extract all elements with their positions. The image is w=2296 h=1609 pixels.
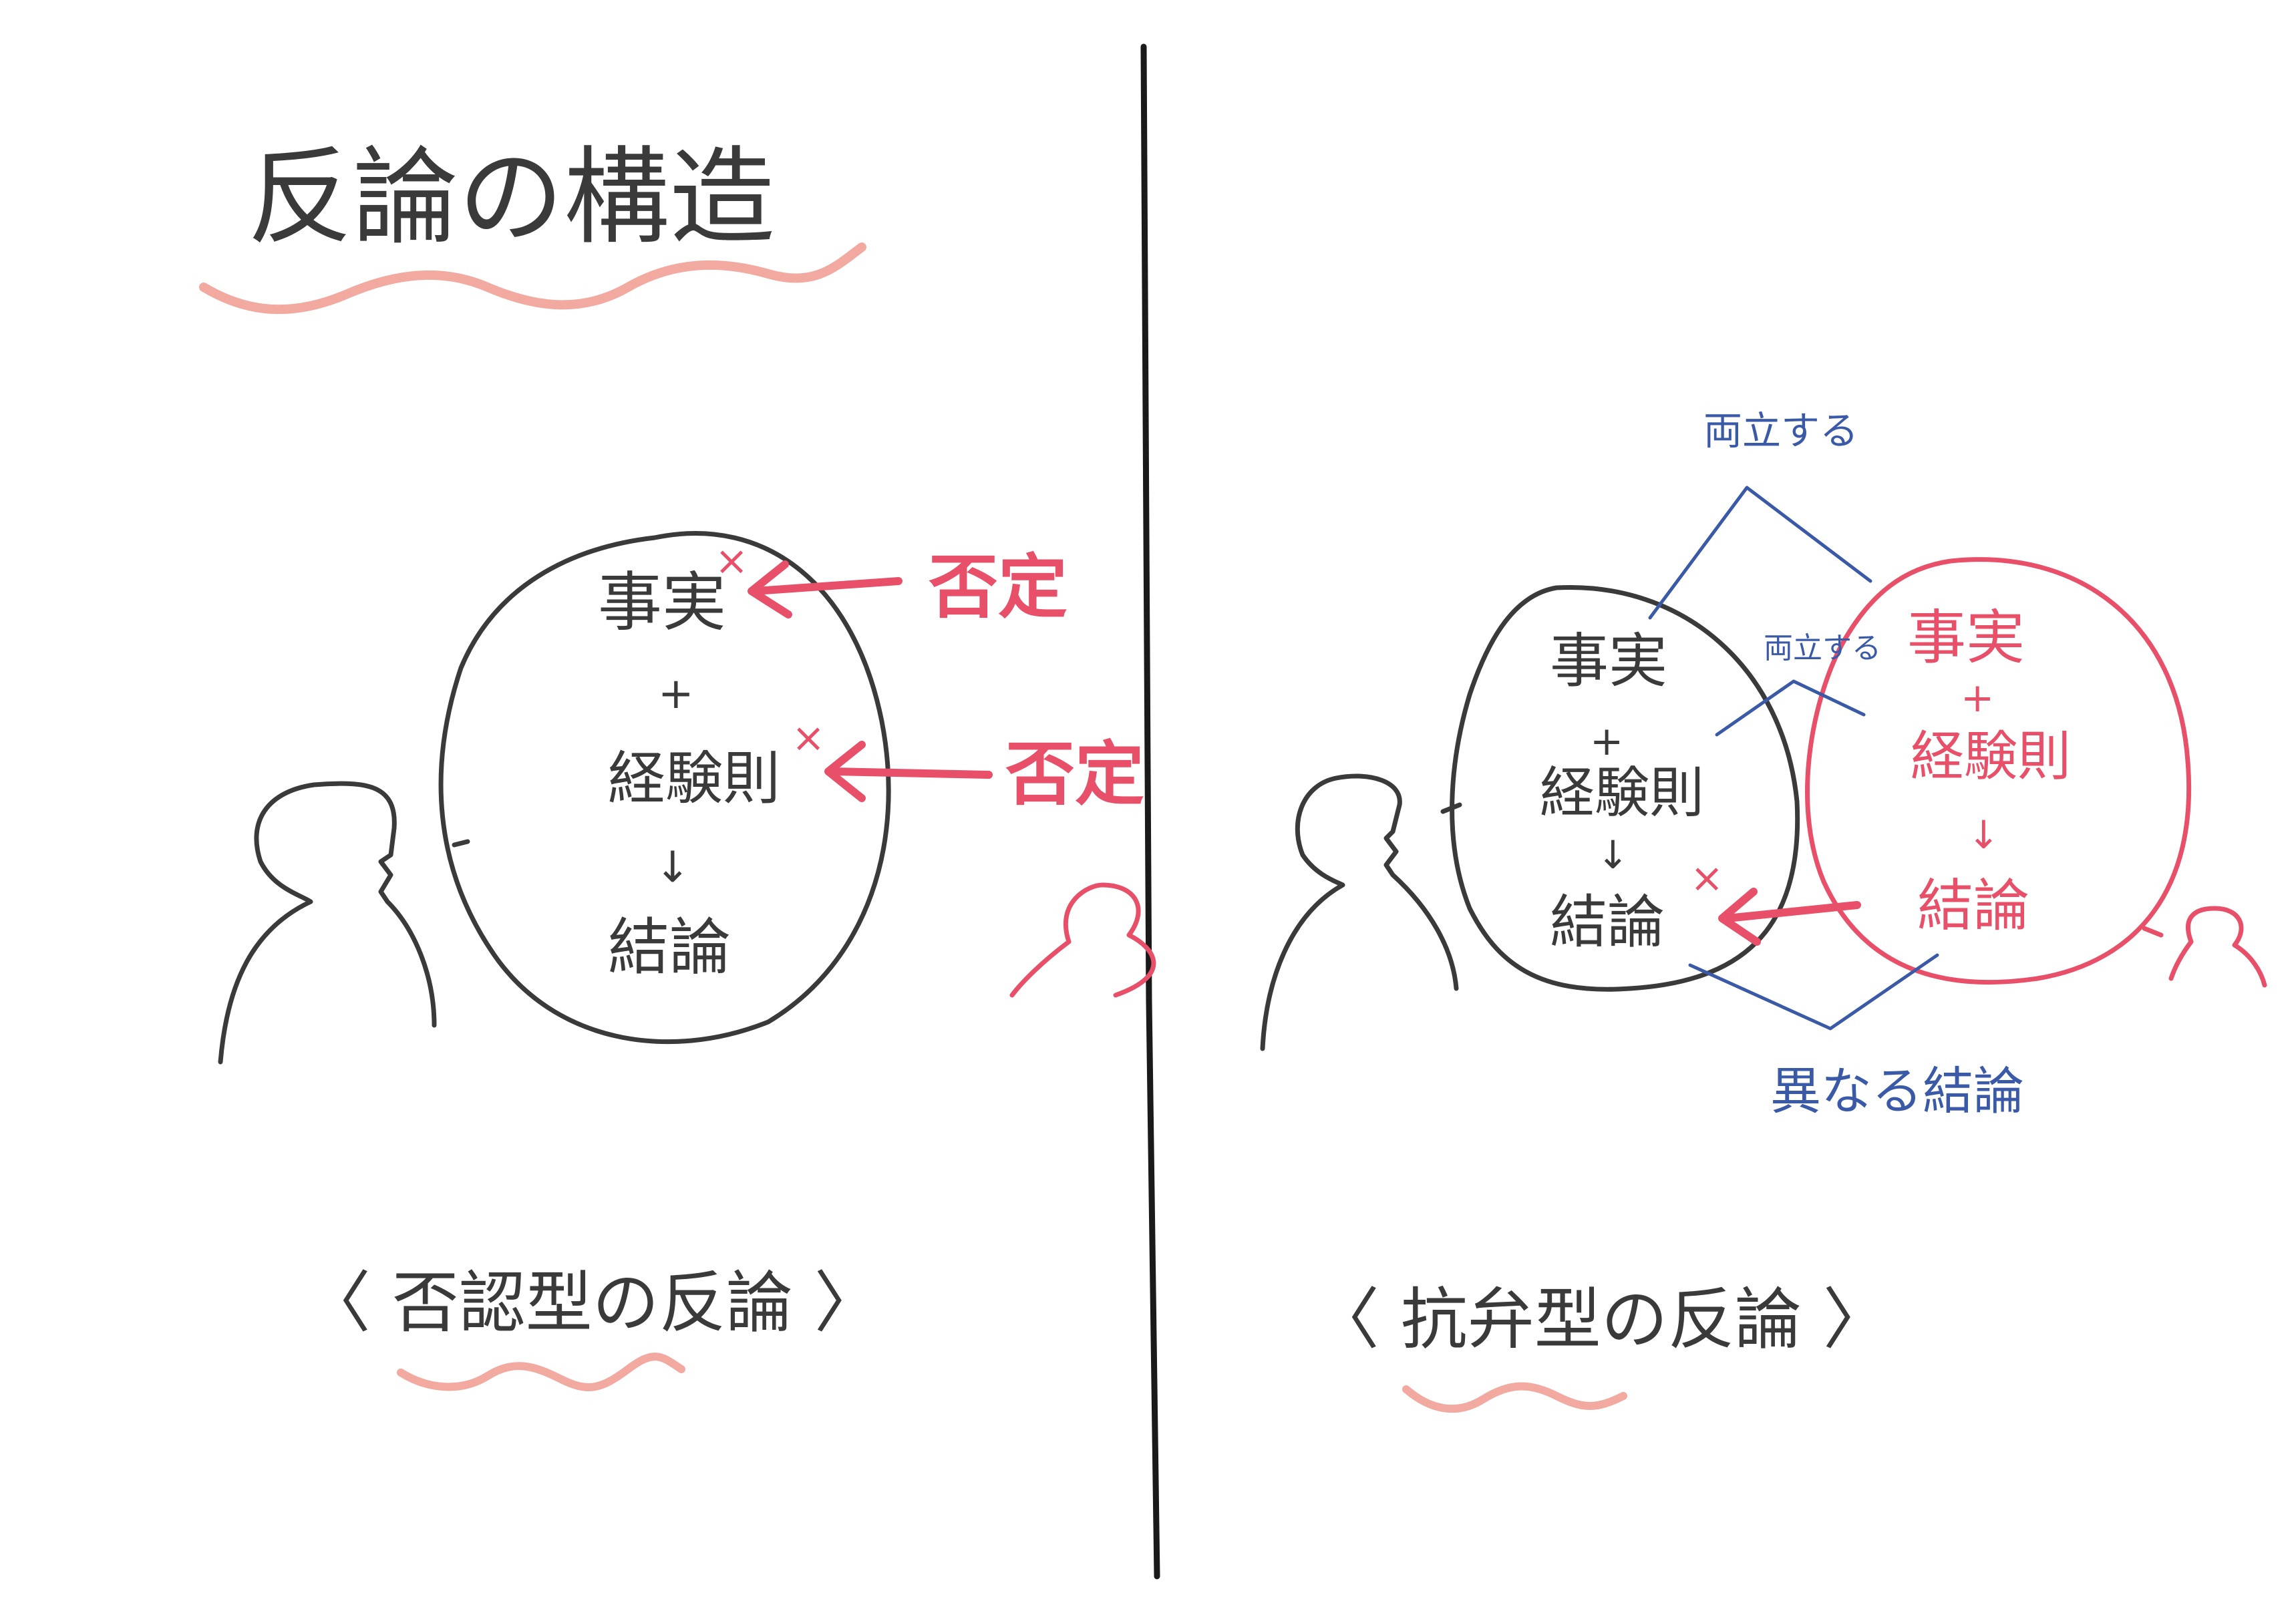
denial-arrow-rule bbox=[824, 741, 993, 802]
opposing-rule-label: 経験則 bbox=[1911, 725, 2071, 787]
right-panel: 事実 + 経験則 ↓ 結論 × 事実 + 経験則 ↓ 結論 両立する 両立する … bbox=[1260, 408, 2267, 1413]
different-conclusion-label: 異なる結論 bbox=[1770, 1061, 2024, 1121]
rule-cross-mark: × bbox=[792, 715, 825, 761]
opposing-arrow-label: ↓ bbox=[1967, 812, 2000, 858]
conclusion-label: 結論 bbox=[608, 912, 731, 983]
own-argument-circle bbox=[1450, 584, 1800, 992]
own-rule-label: 経験則 bbox=[1540, 761, 1704, 825]
different-conclusion-bracket bbox=[1688, 953, 1939, 1031]
plus-label: + bbox=[658, 669, 694, 719]
plea-type-caption: 〈 抗弁型の反論 〉 bbox=[1313, 1280, 1890, 1359]
caption-underline-left bbox=[397, 1353, 685, 1391]
speech-tick bbox=[452, 839, 470, 848]
rule-label: 経験則 bbox=[608, 745, 780, 812]
panel-divider bbox=[1140, 43, 1160, 1580]
compatible-middle-bracket bbox=[1715, 679, 1866, 737]
counter-arrow bbox=[1718, 888, 1861, 946]
own-plus-label: + bbox=[1590, 718, 1623, 765]
own-conclusion-label: 結論 bbox=[1550, 889, 1665, 956]
speaker-figure bbox=[1260, 773, 1459, 1051]
fact-cross-mark: × bbox=[715, 538, 748, 584]
arrow-label: ↓ bbox=[655, 843, 691, 892]
speech-tick bbox=[1440, 802, 1462, 814]
conclusion-cross-mark: × bbox=[1690, 855, 1724, 902]
own-arrow-label: ↓ bbox=[1597, 832, 1629, 878]
denial-type-caption: 〈 否認型の反論 〉 bbox=[304, 1264, 881, 1342]
opposing-argument-circle bbox=[1805, 557, 2192, 985]
opponent-tick bbox=[2142, 926, 2164, 938]
page-title: 反論の構造 bbox=[247, 136, 775, 259]
denial-label-rule: 否定 bbox=[1005, 733, 1144, 815]
opposing-fact-label: 事実 bbox=[1907, 603, 2025, 672]
caption-underline-right bbox=[1402, 1382, 1627, 1413]
compatible-top-label: 両立する bbox=[1703, 408, 1858, 454]
opposing-conclusion-label: 結論 bbox=[1917, 873, 2029, 938]
speaker-figure bbox=[218, 781, 437, 1065]
left-panel: 事実 + 経験則 ↓ 結論 × × 否定 否定 〈 否認型の反論 〉 bbox=[218, 531, 1156, 1391]
title-underline bbox=[199, 242, 866, 315]
own-fact-label: 事実 bbox=[1550, 627, 1667, 695]
fact-label: 事実 bbox=[598, 565, 726, 640]
argument-circle bbox=[438, 531, 891, 1045]
opponent-figure bbox=[2168, 906, 2267, 988]
denial-arrow-fact bbox=[748, 560, 903, 618]
opponent-figure bbox=[1009, 882, 1156, 998]
compatible-middle-label: 両立する bbox=[1764, 631, 1881, 665]
denial-label-fact: 否定 bbox=[929, 546, 1068, 628]
opposing-plus-label: + bbox=[1961, 675, 1994, 721]
compatible-top-bracket bbox=[1648, 486, 1872, 620]
